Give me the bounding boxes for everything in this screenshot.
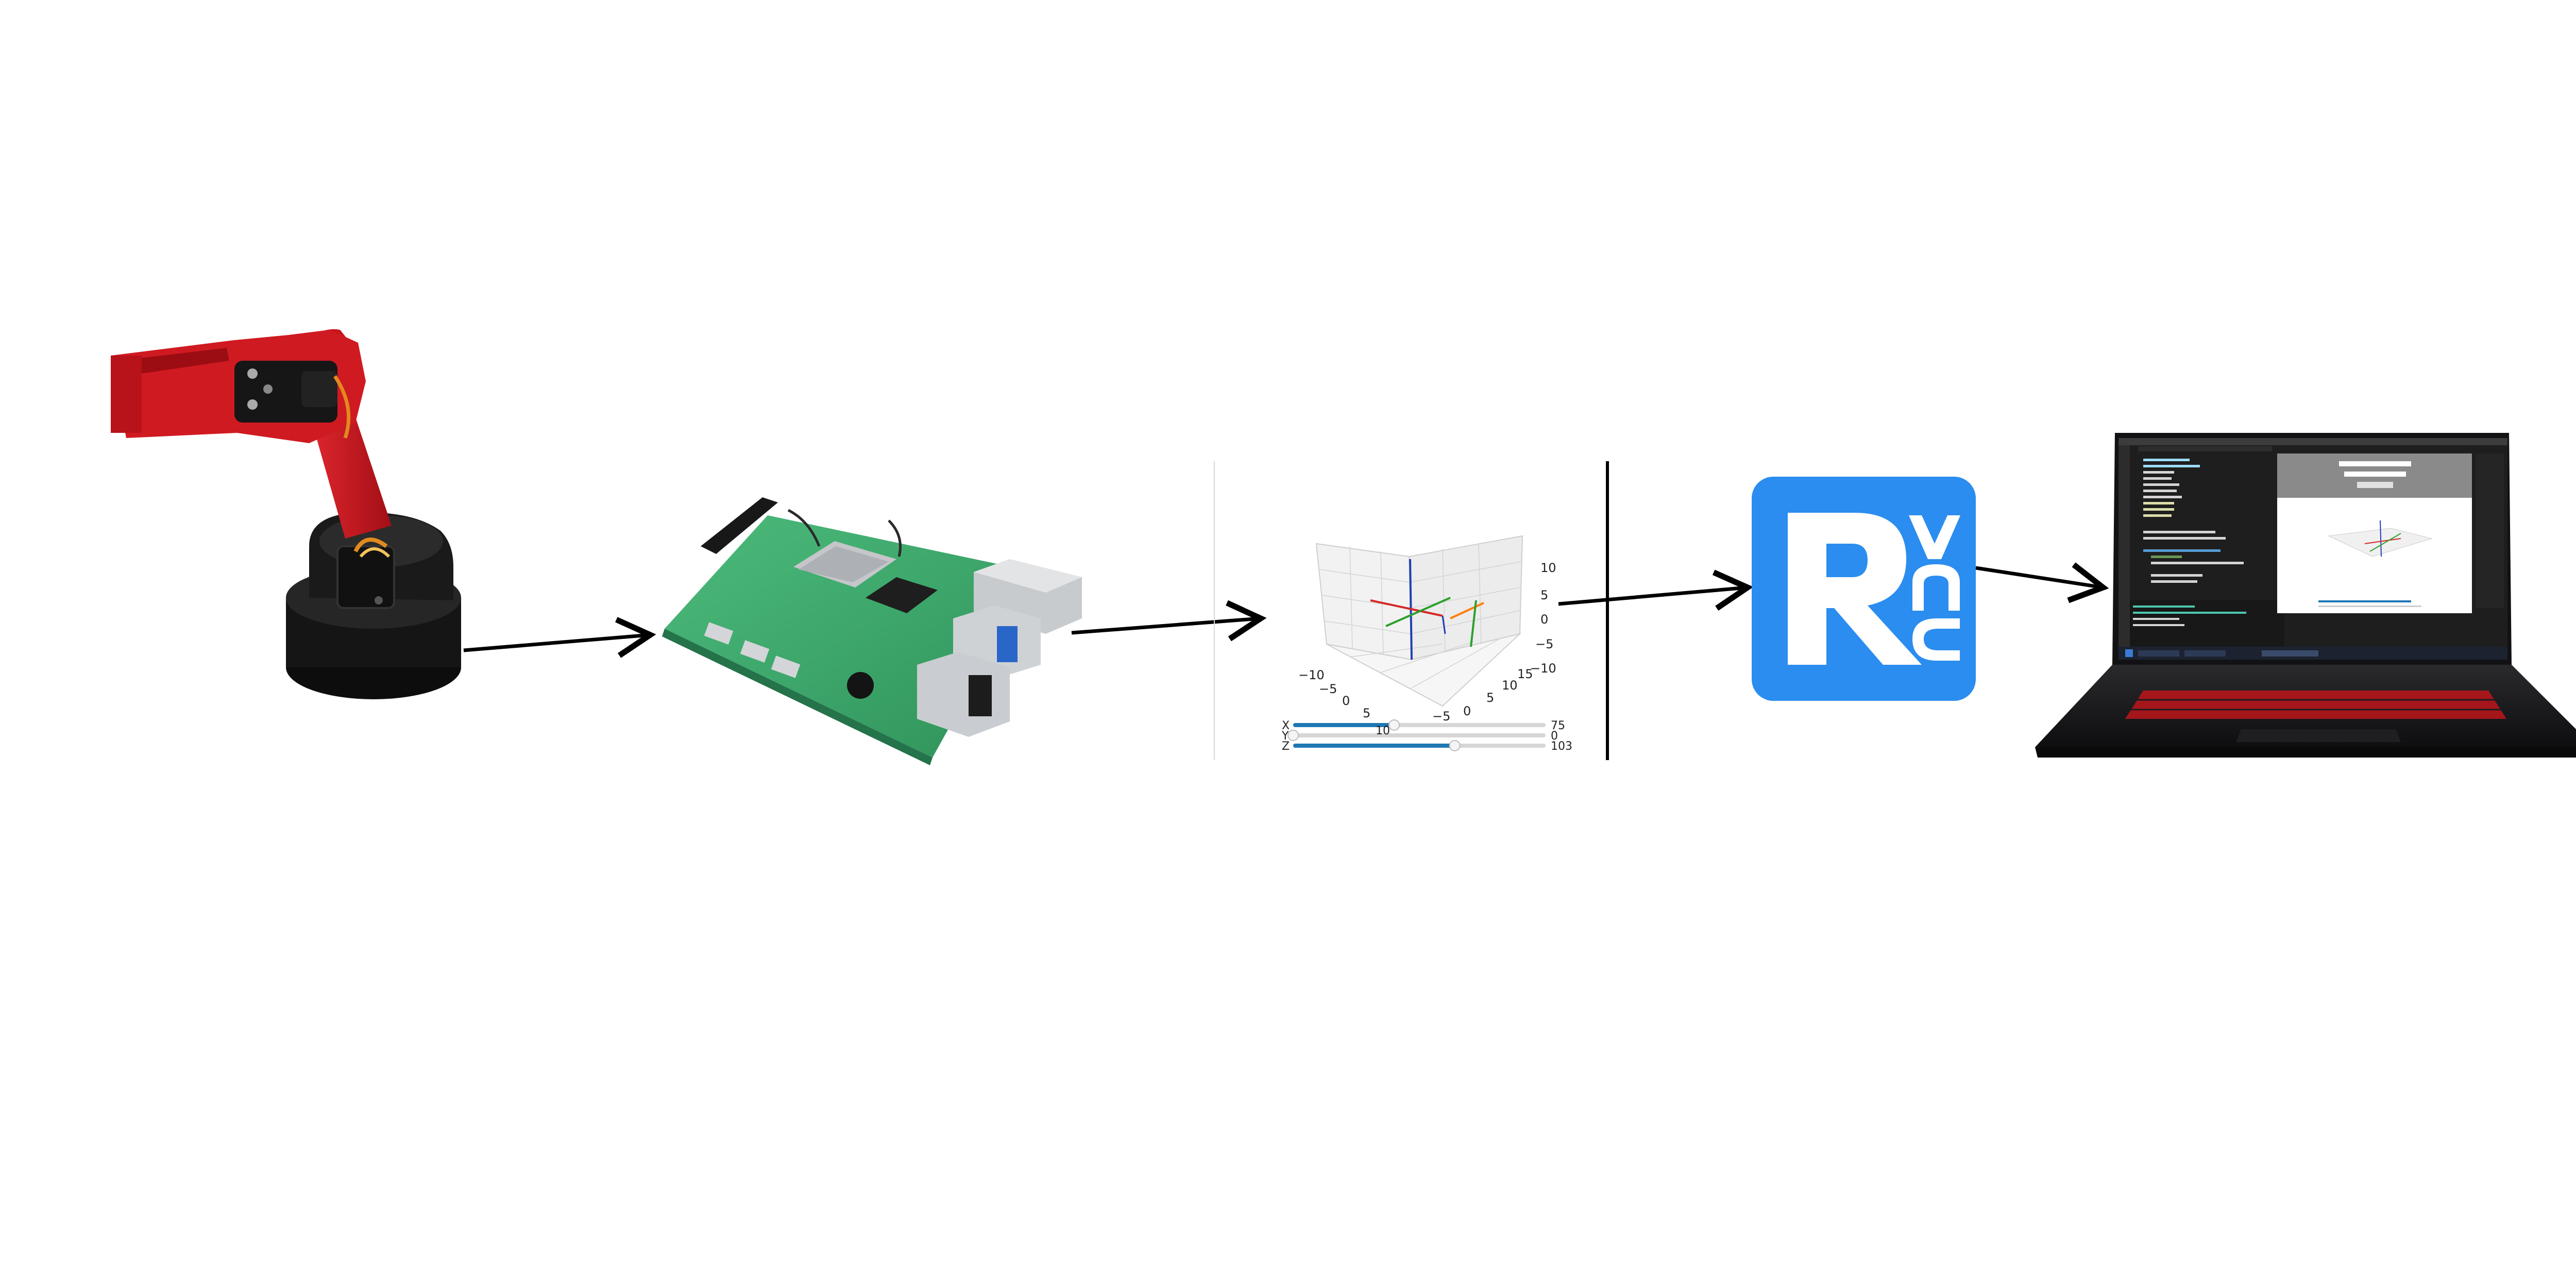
z-tick-2: 0 [1540, 612, 1548, 627]
laptop-keyboard [2125, 691, 2506, 719]
slider-value-y: 0 [1551, 730, 1558, 743]
z-tick-1: 5 [1540, 588, 1548, 602]
code-lines [2143, 459, 2244, 583]
x-tick-3: 5 [1363, 706, 1370, 720]
slider-handle-z[interactable] [1449, 740, 1461, 751]
slider-value-z: 103 [1551, 740, 1572, 753]
vnc-r-glyph [1788, 513, 1922, 665]
y-tick-1: 0 [1463, 704, 1471, 718]
slider-label-z: Z [1282, 740, 1290, 753]
x-tick-2: 0 [1342, 694, 1350, 708]
slider-fill-z [1293, 744, 1455, 748]
slider-value-x: 75 [1551, 719, 1565, 732]
z-tick-3: −5 [1535, 637, 1553, 651]
plot-axis-green-2 [1470, 600, 1477, 647]
slider-group: X 75Y 0Z 103 [1281, 719, 1572, 753]
vnc-c-glyph [1912, 618, 1960, 661]
slider-handle-x[interactable] [1388, 719, 1400, 731]
arrow-plot-to-vnc [1558, 569, 1754, 611]
plot-3d-panel: 10 5 0 −5 −10 −10 −5 0 5 −5 0 5 10 15 X 7… [1214, 461, 1609, 760]
vnc-v-glyph [1909, 515, 1960, 559]
vnc-n-glyph [1912, 564, 1960, 611]
laptop-image [2035, 433, 2576, 758]
y-tick-4: 15 [1517, 667, 1533, 681]
plot-axis-blue-2 [1442, 615, 1446, 634]
y-tick-3: 10 [1502, 678, 1518, 693]
y-tick-2: 5 [1486, 691, 1494, 705]
arrow-robot-to-pi [463, 617, 656, 658]
arrow-vnc-to-laptop [1975, 562, 2109, 603]
x-tick-1: −5 [1319, 682, 1337, 696]
plot-axis-orange [1450, 602, 1484, 619]
plot-axis-green [1385, 597, 1451, 627]
robot-arm-image [111, 329, 461, 699]
z-tick-4: −10 [1530, 661, 1556, 676]
slider-label-x: X [1282, 719, 1290, 732]
raspberry-pi-image [662, 497, 1082, 765]
x-tick-0: −10 [1298, 668, 1325, 682]
slider-handle-y[interactable] [1287, 730, 1299, 741]
connector-arrows [463, 562, 2109, 658]
z-tick-0: 10 [1540, 561, 1556, 575]
slider-fill-x [1293, 723, 1394, 727]
arrow-pi-to-plot [1071, 600, 1267, 642]
slider-track-y [1293, 733, 1546, 737]
slider-overlap-label: 10 [1376, 725, 1390, 737]
y-tick-0: −5 [1432, 709, 1450, 724]
slider-label-y: Y [1281, 730, 1289, 743]
realvnc-logo [1752, 477, 1976, 701]
plot-axis-red [1370, 599, 1443, 617]
